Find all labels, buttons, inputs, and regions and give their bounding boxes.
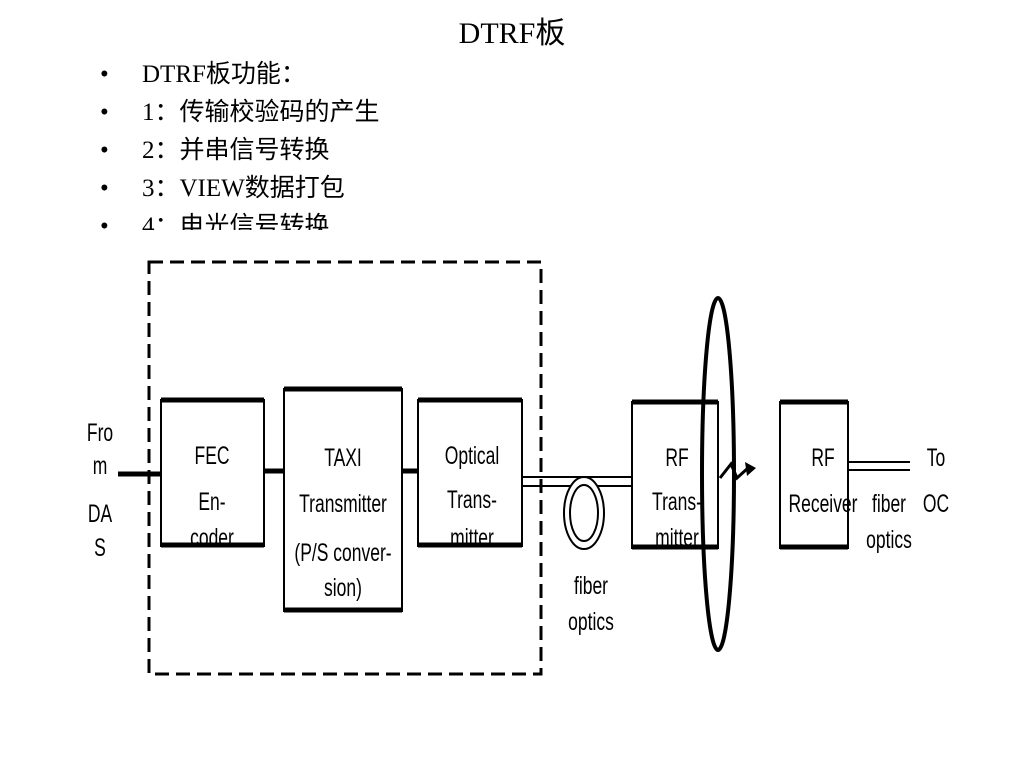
optical-transmitter-block — [417, 399, 523, 547]
rf-transmitter-label: RF Trans- mitter — [652, 443, 702, 552]
output-label: To OC — [923, 443, 949, 518]
bullet-text: DTRF板功能： — [142, 61, 306, 88]
bullet-dot: • — [100, 137, 109, 164]
svg-text:fiber: fiber — [872, 489, 906, 518]
svg-text:(P/S conver-: (P/S conver- — [294, 538, 391, 567]
bullet-text: 4：电光信号转换 — [142, 213, 330, 230]
dtrf-board-boundary — [147, 260, 543, 676]
bullet-dot: • — [100, 175, 109, 202]
svg-text:optics: optics — [568, 607, 614, 636]
bullet-dot: • — [100, 213, 109, 230]
fec-encoder-label: FEC En- coder — [190, 441, 234, 552]
svg-text:mitter: mitter — [655, 523, 699, 552]
slide-title: DTRF板 — [458, 17, 566, 50]
svg-text:TAXI: TAXI — [324, 443, 362, 472]
svg-text:Fro: Fro — [87, 418, 113, 447]
svg-text:FEC: FEC — [195, 441, 230, 470]
input-label: Fro m DA S — [87, 418, 113, 562]
svg-text:Optical: Optical — [445, 441, 499, 470]
svg-text:Trans-: Trans- — [447, 485, 497, 514]
bullet-item: • 2：并串信号转换 — [100, 132, 380, 170]
svg-text:To: To — [927, 443, 945, 472]
svg-text:optics: optics — [866, 525, 912, 554]
svg-text:OC: OC — [923, 489, 949, 518]
bullet-list: • DTRF板功能： • 1：传输校验码的产生 • 2：并串信号转换 • 3：VIEW数… — [100, 56, 380, 230]
svg-text:Trans-: Trans- — [652, 487, 702, 516]
svg-text:RF: RF — [665, 443, 688, 472]
svg-text:mitter: mitter — [450, 523, 494, 552]
bullet-text: 3：VIEW数据打包 — [142, 175, 345, 202]
bullet-item: • 3：VIEW数据打包 — [100, 170, 380, 208]
optical-transmitter-label: Optical Trans- mitter — [445, 441, 499, 552]
taxi-transmitter-label: TAXI Transmitter (P/S conver- sion) — [294, 443, 391, 602]
bullet-text: 1：传输校验码的产生 — [142, 99, 380, 126]
svg-text:RF: RF — [811, 443, 834, 472]
bullet-item: • 1：传输校验码的产生 — [100, 94, 380, 132]
fiber-coil-inner — [569, 484, 599, 542]
svg-text:S: S — [94, 533, 106, 562]
svg-text:Transmitter: Transmitter — [299, 489, 387, 518]
rf-receiver-label: RF Receiver — [788, 443, 857, 518]
bullet-text: 2：并串信号转换 — [142, 137, 330, 164]
svg-text:m: m — [93, 451, 108, 480]
rf-signal-arrow-icon — [718, 461, 756, 481]
fiber-optics-left-label: fiber optics — [568, 571, 614, 636]
svg-text:coder: coder — [190, 523, 234, 552]
fiber-optics-right-label: fiber optics — [866, 489, 912, 554]
svg-text:sion): sion) — [324, 573, 362, 602]
bullet-dot: • — [100, 99, 109, 126]
bullet-item: • DTRF板功能： — [100, 56, 380, 94]
svg-text:En-: En- — [198, 487, 225, 516]
fec-encoder-block — [160, 399, 265, 547]
bullet-item: • 4：电光信号转换 — [100, 208, 380, 230]
svg-text:Receiver: Receiver — [788, 489, 857, 518]
svg-text:fiber: fiber — [574, 571, 608, 600]
rf-receiver-block — [779, 401, 849, 549]
svg-text:DA: DA — [88, 499, 113, 528]
bullet-dot: • — [100, 61, 109, 88]
